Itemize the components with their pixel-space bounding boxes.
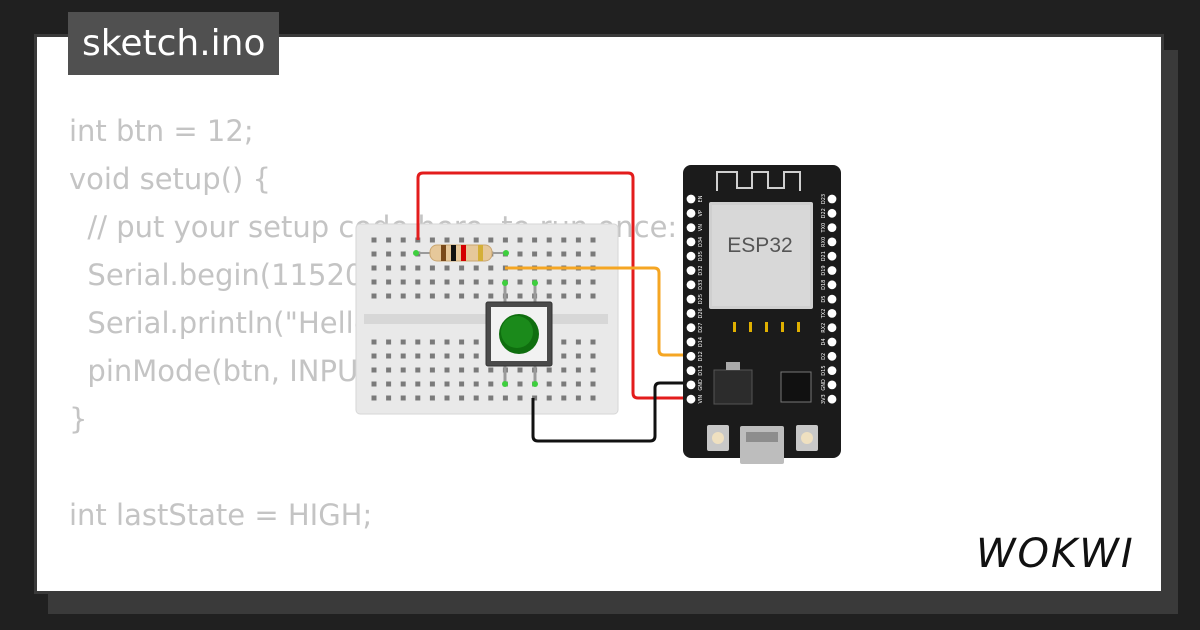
pin-left-d12[interactable] — [686, 351, 696, 361]
pin-right-tx0[interactable] — [827, 223, 837, 233]
pin-right-tx2[interactable] — [827, 309, 837, 318]
pin-right-d23[interactable] — [827, 194, 837, 204]
pin-label: EN — [698, 195, 704, 202]
pin-label: D14 — [698, 337, 704, 347]
pin-label: D19 — [821, 265, 827, 275]
pin-right-d4[interactable] — [827, 337, 837, 347]
pin-right-d15[interactable] — [827, 366, 837, 375]
pin-right-d19[interactable] — [827, 266, 837, 275]
pin-label: VP — [698, 210, 704, 216]
wire-red — [416, 171, 690, 400]
pin-label: GND — [821, 379, 827, 391]
pin-label: TX0 — [821, 223, 827, 234]
pin-label: D33 — [698, 280, 704, 290]
pin-right-gnd[interactable] — [827, 380, 837, 390]
pin-label: D35 — [698, 251, 704, 261]
pin-right-d21[interactable] — [827, 251, 837, 261]
code-line: int lastState = HIGH; — [69, 498, 373, 532]
resistor[interactable] — [413, 244, 509, 262]
pushbutton[interactable] — [485, 280, 553, 387]
pin-label: D15 — [821, 365, 827, 375]
pin-label: D26 — [698, 308, 704, 318]
pin-left-d13[interactable] — [686, 366, 696, 375]
pin-right-3v3[interactable] — [827, 394, 837, 404]
pin-label: D21 — [821, 251, 827, 261]
pin-left-en[interactable] — [686, 194, 696, 204]
pin-label: D18 — [821, 280, 827, 290]
pin-left-d27[interactable] — [686, 323, 696, 333]
pin-left-gnd[interactable] — [686, 380, 696, 390]
pin-right-d5[interactable] — [827, 294, 837, 304]
pin-right-rx2[interactable] — [827, 323, 837, 333]
pin-label: VIN — [698, 395, 704, 404]
pin-label: TX2 — [821, 309, 827, 320]
pin-label: D5 — [821, 296, 827, 303]
pin-label: D27 — [698, 323, 704, 333]
chip-label: ESP32 — [727, 234, 792, 257]
pin-left-vp[interactable] — [686, 208, 696, 218]
wire-black — [531, 381, 690, 443]
pin-label: D4 — [821, 338, 827, 345]
file-tab-sketch[interactable]: sketch.ino — [68, 12, 280, 75]
pin-left-d35[interactable] — [686, 251, 696, 261]
esp32-board[interactable]: ESP32 ENVPVND34D35D32D33D25D26D27D14D12D… — [683, 165, 841, 464]
pin-right-d2[interactable] — [827, 351, 837, 361]
pin-label: D34 — [698, 237, 704, 247]
code-line: } — [69, 402, 88, 436]
pin-label: D25 — [698, 294, 704, 304]
pin-label: D32 — [698, 265, 704, 275]
pin-label: RX0 — [821, 237, 827, 247]
pin-left-vn[interactable] — [686, 223, 696, 233]
pin-label: D22 — [821, 208, 827, 218]
wire-orange — [505, 266, 690, 357]
wokwi-logo: WOKWI — [976, 531, 1135, 577]
code-line: void setup() { — [69, 162, 271, 196]
pin-label: D12 — [698, 351, 704, 361]
pin-label: 3V3 — [821, 394, 827, 404]
pin-left-d26[interactable] — [686, 309, 696, 318]
pin-right-d18[interactable] — [827, 280, 837, 290]
pin-label: GND — [698, 379, 704, 391]
pin-label: D23 — [821, 194, 827, 204]
pin-left-vin[interactable] — [686, 394, 696, 404]
code-line: int btn = 12; — [69, 114, 254, 148]
pin-left-d25[interactable] — [686, 294, 696, 304]
pin-label: D13 — [698, 365, 704, 375]
pin-left-d14[interactable] — [686, 337, 696, 347]
wires — [416, 171, 690, 443]
pin-left-d32[interactable] — [686, 266, 696, 275]
pin-label: VN — [698, 224, 704, 231]
pin-right-rx0[interactable] — [827, 237, 837, 247]
pin-label: RX2 — [821, 323, 827, 333]
code-line: Serial.begin(115200); — [69, 258, 403, 292]
pin-label: D2 — [821, 353, 827, 360]
pin-left-d34[interactable] — [686, 237, 696, 247]
pin-left-d33[interactable] — [686, 280, 696, 290]
wokwi-wordmark: WOKWI — [976, 531, 1135, 577]
pin-right-d22[interactable] — [827, 208, 837, 218]
